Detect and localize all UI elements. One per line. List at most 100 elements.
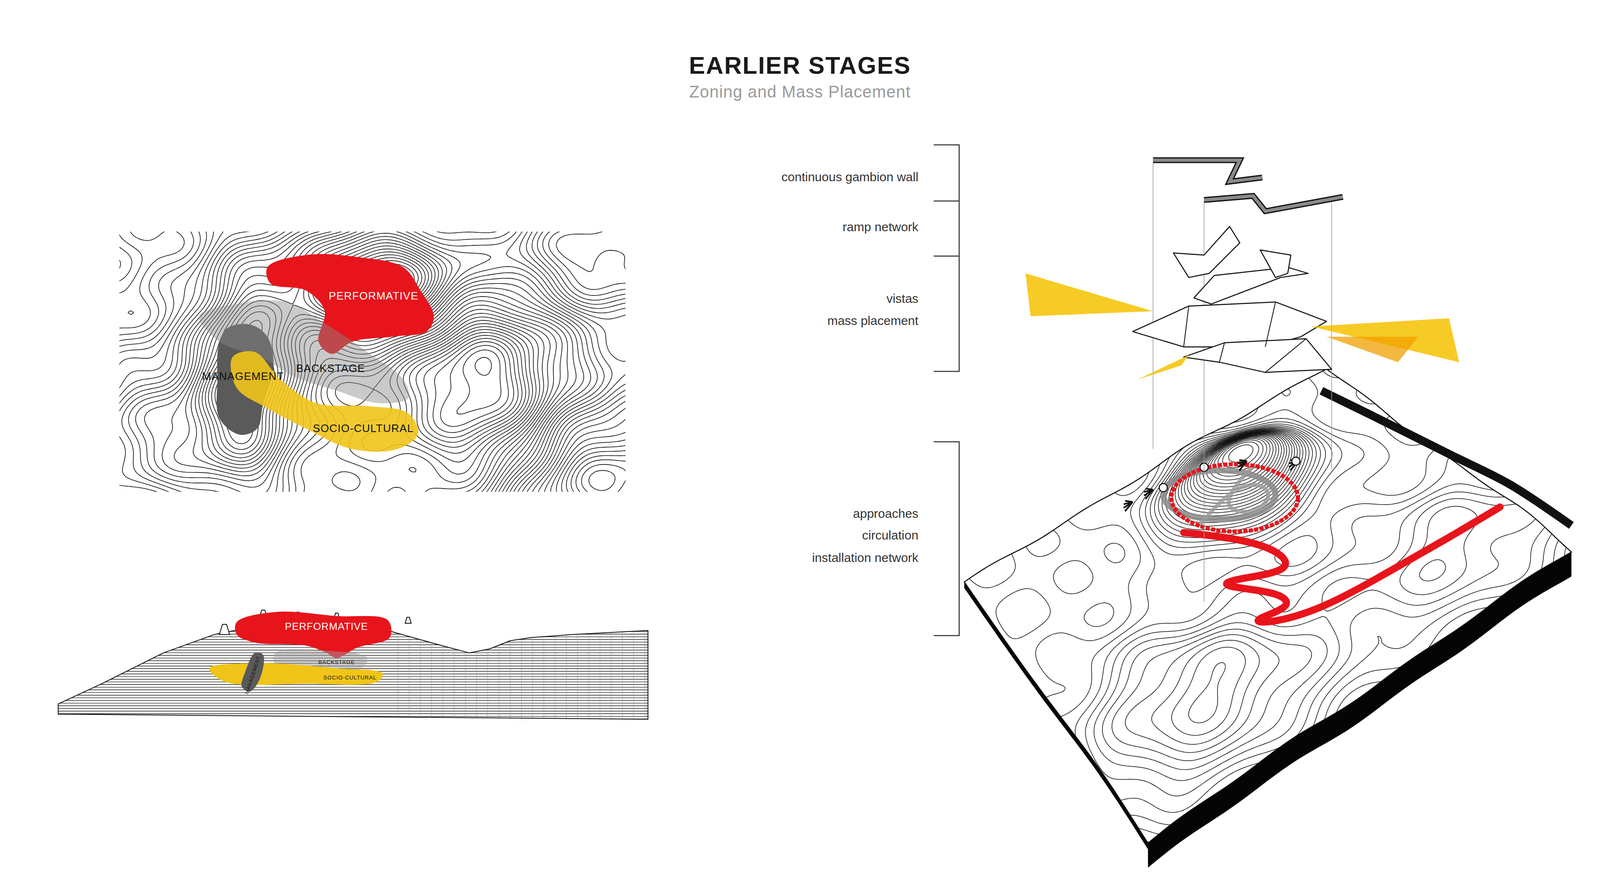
contour-line — [948, 356, 1596, 863]
bracket — [933, 441, 960, 636]
contour-line — [119, 231, 626, 492]
layer-tick — [521, 612, 522, 725]
layer-line — [50, 713, 653, 715]
contour-line — [948, 356, 1596, 863]
approach-marker — [1237, 460, 1248, 471]
label-holder: approaches — [852, 506, 919, 521]
label-holder: vistas — [886, 291, 919, 306]
contour-line — [205, 231, 626, 492]
contour-line — [119, 231, 626, 492]
layer-tick — [397, 612, 399, 725]
vista — [1137, 355, 1189, 380]
mass-edge — [1265, 338, 1307, 373]
ramp — [1260, 250, 1291, 278]
layer-tick — [476, 612, 477, 725]
contour-line — [948, 356, 1596, 863]
contour-line — [174, 231, 626, 492]
circulation-loop — [1163, 470, 1276, 520]
approach-marker — [1144, 488, 1154, 500]
layer-line — [50, 697, 653, 698]
zone-label: PERFORMATIVE — [328, 290, 419, 303]
layer-tick — [510, 612, 511, 725]
layer-tick — [431, 612, 432, 725]
zone: MANAGEMENT — [230, 650, 276, 696]
heading-holder: EARLIER STAGES — [0, 52, 1600, 79]
contour-line — [948, 356, 1596, 863]
terrain-contours — [948, 356, 1596, 863]
contour-line — [948, 356, 1596, 863]
layer-line — [50, 710, 653, 712]
projection-line — [1331, 197, 1333, 470]
contour-line — [119, 231, 626, 492]
zone-label: SOCIO-CULTURAL — [323, 675, 377, 681]
layer-tick — [566, 612, 567, 725]
contour-line — [948, 356, 1596, 863]
zone: SOCIO-CULTURAL — [209, 663, 383, 684]
layer-tick — [453, 612, 455, 725]
approach-ray — [1125, 502, 1133, 512]
contour-line — [119, 231, 626, 492]
contour-line — [948, 356, 1596, 863]
ramp — [1173, 226, 1240, 278]
contour-line — [135, 231, 626, 492]
label-holder: continuous gambion wall — [781, 170, 919, 184]
bracket-label: circulation — [862, 528, 919, 543]
contour-line — [191, 231, 626, 492]
layer-line — [50, 708, 653, 709]
contour-line — [1047, 388, 1568, 825]
gabion-wall — [1152, 160, 1263, 182]
contour-line — [1125, 427, 1313, 753]
approach-marker — [219, 624, 230, 635]
layer-line — [50, 652, 653, 653]
layer-tick — [633, 612, 634, 725]
contour-line — [119, 231, 626, 492]
label-holder: installation network — [812, 550, 919, 565]
layer-tick — [588, 612, 590, 725]
layer-tick — [487, 612, 488, 725]
contour-line — [1094, 424, 1540, 781]
contour-line — [948, 356, 1596, 863]
bracket-label: approaches — [852, 506, 919, 521]
contour-line — [119, 231, 626, 492]
bracket-label: vistas — [886, 291, 919, 306]
projection-line — [1152, 163, 1154, 450]
layer-tick — [555, 612, 556, 725]
contour-line — [948, 356, 1596, 863]
mass — [1183, 338, 1332, 373]
contour-line — [119, 231, 626, 492]
contour-line — [963, 372, 1575, 836]
contour-line — [119, 231, 626, 492]
layer-line — [50, 702, 653, 704]
installation-loop — [1171, 464, 1298, 532]
approach-marker — [405, 617, 412, 624]
contour-line — [119, 231, 626, 492]
zone-blob — [209, 663, 383, 685]
zone-label: SOCIO-CULTURAL — [312, 422, 414, 435]
installation-path — [1183, 507, 1500, 623]
contour-line — [119, 231, 626, 492]
layer-tick — [465, 612, 466, 725]
bracket — [933, 145, 960, 372]
zone-shape — [199, 302, 409, 403]
contour-line — [948, 356, 1596, 863]
layer-tick — [409, 612, 410, 725]
contour-line — [119, 231, 626, 492]
vista — [1326, 336, 1419, 363]
contour-line — [119, 231, 626, 492]
contour-line — [948, 356, 1596, 863]
layer-tick — [543, 612, 545, 725]
contour-line — [119, 231, 626, 492]
layer-tick — [577, 612, 578, 725]
contour-line — [119, 231, 626, 492]
bracket-tick — [933, 255, 960, 257]
node-point — [1291, 457, 1300, 466]
ramp — [1193, 267, 1308, 305]
contour-line — [119, 231, 626, 492]
layer-tick — [498, 612, 500, 725]
contour-line — [119, 231, 626, 492]
zone: BACKSTAGE — [199, 302, 409, 403]
zone-blob — [198, 300, 410, 404]
mass-edge — [1219, 342, 1225, 363]
contour-line — [162, 231, 626, 492]
